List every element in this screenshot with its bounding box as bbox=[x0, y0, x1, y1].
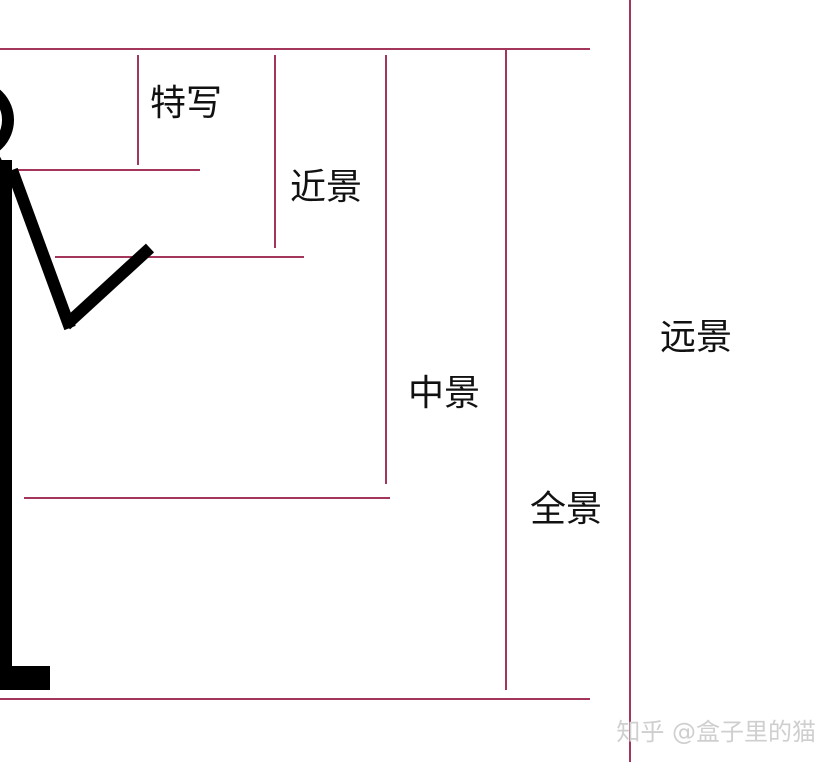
extreme-close-up-label: 特写 bbox=[150, 83, 223, 124]
medium-shot-label: 中景 bbox=[408, 373, 481, 414]
full-shot-label: 全景 bbox=[530, 489, 603, 530]
figure-forearm bbox=[61, 243, 155, 330]
close-up-label: 近景 bbox=[290, 167, 363, 208]
figure-upper-arm bbox=[6, 167, 76, 331]
figure-head bbox=[0, 89, 14, 151]
long-shot-label: 远景 bbox=[660, 317, 733, 358]
watermark-text: 知乎 @盒子里的猫 bbox=[616, 718, 816, 746]
figure-foot bbox=[0, 666, 50, 690]
